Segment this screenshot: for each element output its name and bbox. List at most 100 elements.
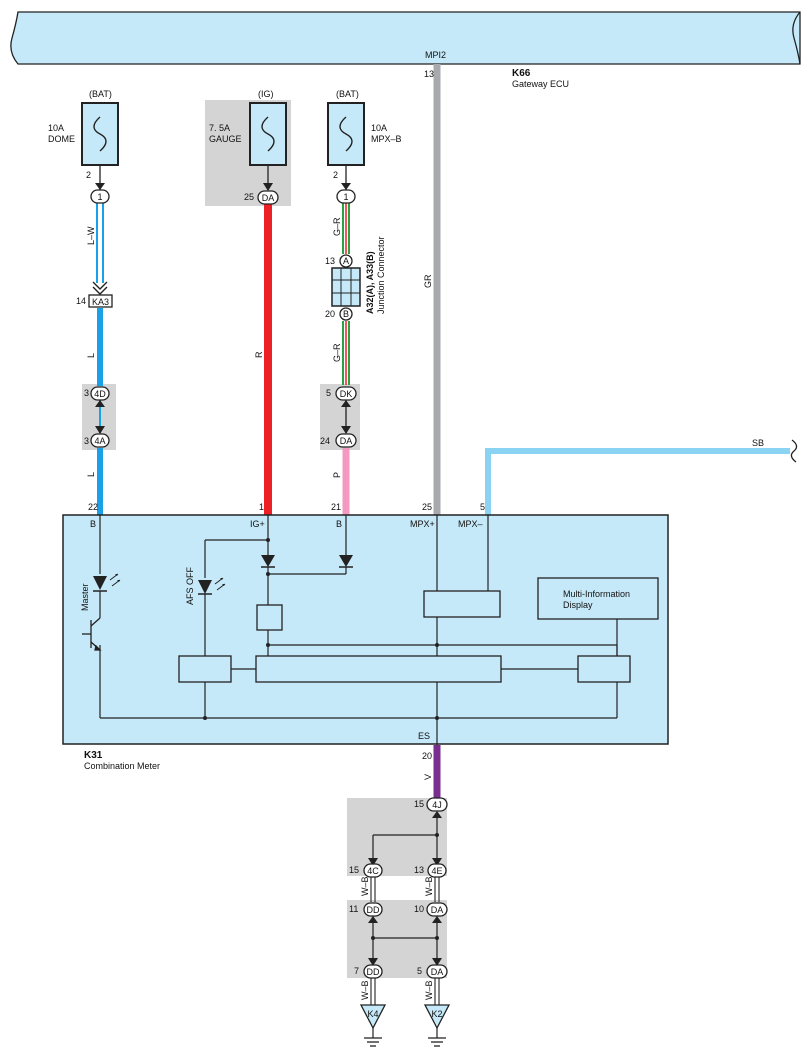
label-p: P <box>332 472 342 478</box>
svg-text:K2: K2 <box>431 1009 442 1019</box>
label-wb3: W–B <box>360 980 370 1000</box>
connector-da-10: 10 DA <box>414 902 448 923</box>
mpxb-fuse-icon <box>339 116 353 152</box>
mid-label-2: Display <box>563 600 593 610</box>
gateway-bus <box>10 11 801 65</box>
label-lw: L–W <box>86 226 96 245</box>
regulator-block <box>256 604 283 631</box>
label-wb2: W–B <box>424 876 434 896</box>
svg-text:15: 15 <box>349 865 359 875</box>
svg-text:DA: DA <box>431 967 444 977</box>
ground-k4-icon: K4 <box>359 1004 387 1047</box>
gauge-rating: 7. 5A <box>209 123 230 133</box>
connector-4e: 13 4E <box>414 858 447 878</box>
svg-text:13: 13 <box>414 865 424 875</box>
svg-text:4A: 4A <box>94 436 105 446</box>
svg-text:7: 7 <box>354 966 359 976</box>
combination-meter-box <box>62 514 669 745</box>
transistor-icon <box>82 617 102 651</box>
svg-text:A: A <box>343 256 349 266</box>
wire-sb <box>485 448 790 515</box>
cpu-block <box>255 655 502 683</box>
afs-driver-block <box>178 655 232 683</box>
display-driver-block <box>577 655 631 683</box>
svg-text:15: 15 <box>414 799 424 809</box>
connector-4a: 3 4A <box>84 426 110 448</box>
bus-label: MPI2 <box>425 50 446 60</box>
gauge-connector: 25 DA <box>244 183 279 205</box>
sb-break-icon <box>790 439 798 463</box>
b-diode-icon <box>339 555 353 568</box>
connector-dd-7: 7 DD <box>354 958 383 979</box>
gateway-pin: 13 <box>424 69 434 79</box>
gauge-name: GAUGE <box>209 134 242 144</box>
junction-connector: 13 A 20 B A32(A), A33(B) Junction Connec… <box>325 236 386 321</box>
svg-text:DK: DK <box>340 389 353 399</box>
terminal-b1: B <box>90 519 96 529</box>
dome-source: (BAT) <box>89 89 112 99</box>
meter-pin-25: 25 <box>422 502 432 512</box>
meter-pin-22: 22 <box>88 502 98 512</box>
label-gr: GR <box>423 274 433 288</box>
master-label: Master <box>80 583 90 611</box>
connector-4d: 3 4D <box>84 386 110 407</box>
svg-text:1: 1 <box>97 192 102 202</box>
dome-fuse-icon <box>93 116 107 152</box>
label-gr-upper: G–R <box>332 217 342 236</box>
terminal-mpxp: MPX+ <box>410 519 435 529</box>
svg-text:A32(A), A33(B): A32(A), A33(B) <box>365 251 375 314</box>
gateway-name: Gateway ECU <box>512 79 569 89</box>
terminal-ig: IG+ <box>250 519 265 529</box>
label-wb4: W–B <box>424 980 434 1000</box>
label-l-upper: L <box>86 353 96 358</box>
meter-code: K31 <box>84 750 103 761</box>
svg-text:5: 5 <box>326 388 331 398</box>
svg-text:13: 13 <box>325 256 335 266</box>
meter-pin-21: 21 <box>331 502 341 512</box>
svg-text:DD: DD <box>367 967 380 977</box>
svg-text:K4: K4 <box>367 1009 378 1019</box>
connector-da-24: 24 DA <box>320 426 357 448</box>
afs-off-led-icon <box>198 577 226 595</box>
es-pin: 20 <box>422 751 432 761</box>
terminal-es: ES <box>418 731 430 741</box>
ground-k2-icon: K2 <box>423 1004 451 1047</box>
connector-4j: 15 4J <box>414 797 448 818</box>
svg-text:2: 2 <box>333 170 338 180</box>
ig-diode-icon <box>261 555 275 576</box>
communication-block <box>423 590 501 618</box>
multi-information-display <box>537 577 659 620</box>
terminal-b2: B <box>336 519 342 529</box>
afs-off-label: AFS OFF <box>185 566 195 605</box>
gauge-fuse-icon <box>261 116 275 152</box>
meter-pin-5: 5 <box>480 502 485 512</box>
mpxb-name: MPX–B <box>371 134 402 144</box>
dome-rating: 10A <box>48 123 64 133</box>
svg-text:1: 1 <box>343 192 348 202</box>
svg-text:20: 20 <box>325 309 335 319</box>
mpxb-rating: 10A <box>371 123 387 133</box>
svg-text:4J: 4J <box>432 800 442 810</box>
dome-name: DOME <box>48 134 75 144</box>
svg-text:Junction Connector: Junction Connector <box>376 236 386 314</box>
svg-text:5: 5 <box>417 966 422 976</box>
svg-text:25: 25 <box>244 192 254 202</box>
master-led-icon <box>93 573 121 618</box>
svg-text:B: B <box>343 309 349 319</box>
label-l-lower: L <box>86 472 96 477</box>
ka3-connector: 14 KA3 <box>76 281 113 308</box>
gauge-source: (IG) <box>258 89 274 99</box>
mpxb-source: (BAT) <box>336 89 359 99</box>
svg-text:3: 3 <box>84 388 89 398</box>
connector-dk: 5 DK <box>326 386 357 407</box>
label-sb: SB <box>752 438 764 448</box>
svg-text:10: 10 <box>414 904 424 914</box>
svg-text:4D: 4D <box>94 389 106 399</box>
svg-text:14: 14 <box>76 296 86 306</box>
label-gr-lower: G–R <box>332 343 342 362</box>
svg-text:3: 3 <box>84 436 89 446</box>
svg-text:DA: DA <box>431 905 444 915</box>
svg-text:4C: 4C <box>367 866 379 876</box>
svg-text:KA3: KA3 <box>92 297 109 307</box>
svg-text:2: 2 <box>86 170 91 180</box>
